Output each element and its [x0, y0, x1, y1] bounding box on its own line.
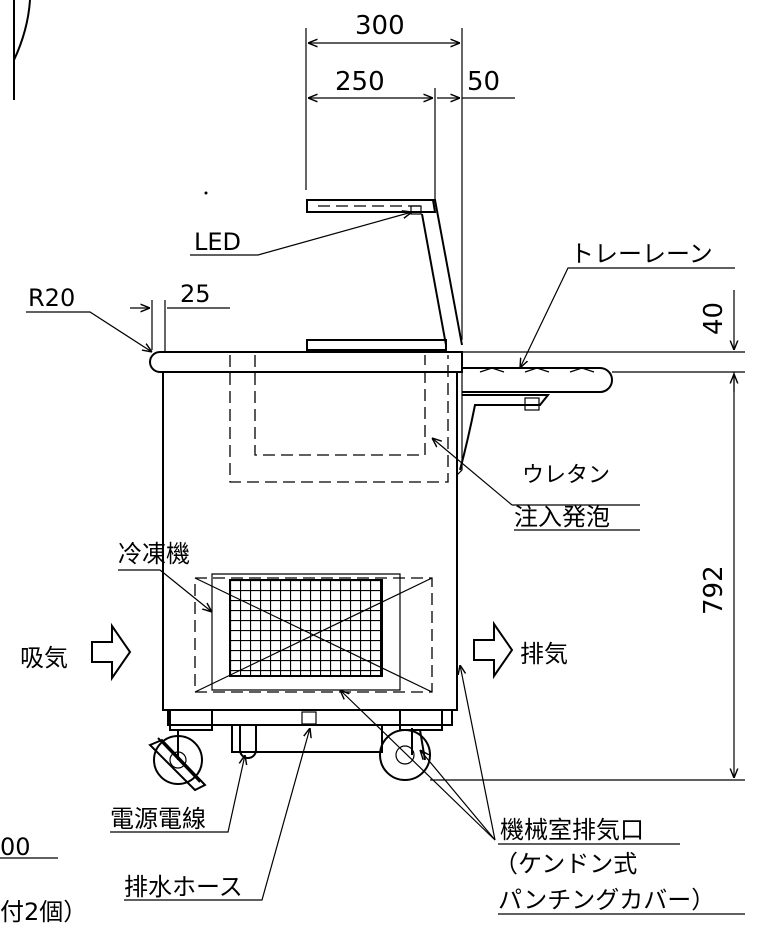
r20-callout: R20 — [26, 284, 152, 352]
refrigerator-callout: 冷凍機 — [118, 540, 212, 612]
caster-right — [379, 710, 443, 781]
intake-arrow: 吸気 — [20, 622, 132, 682]
tray-lane-label: トレーレーン — [570, 240, 713, 268]
urethane-callout: ウレタン 注入発泡 — [432, 438, 640, 531]
dimension-50: 50 — [437, 67, 515, 98]
exhaust-label: 排気 — [520, 640, 568, 668]
led-lamp — [306, 199, 463, 351]
urethane-label-1: ウレタン — [522, 463, 610, 488]
dim-25-label: 25 — [180, 280, 211, 308]
power-cord-label: 電源電線 — [110, 805, 206, 833]
refrigeration-unit — [194, 573, 433, 693]
refrigerator-label: 冷凍機 — [118, 540, 190, 568]
partial-left-fragment — [0, 0, 58, 859]
dim-300-label: 300 — [355, 11, 405, 41]
tray-lane-callout: トレーレーン — [520, 240, 735, 368]
r20-label: R20 — [28, 284, 75, 312]
intake-label: 吸気 — [20, 644, 68, 672]
urethane-label-2: 注入発泡 — [514, 503, 610, 531]
caster-left — [148, 710, 213, 792]
dim-250-label: 250 — [335, 67, 385, 97]
dimension-25: 25 — [130, 280, 230, 352]
dim-50-label: 50 — [467, 67, 500, 97]
dim-40-label: 40 — [699, 302, 729, 335]
power-cord-callout: 電源電線 — [110, 755, 245, 833]
vent-callout: 機械室排気口 （ケンドン式 パンチングカバー） — [340, 665, 745, 915]
tray-lane — [459, 367, 613, 471]
dot-mark — [204, 191, 208, 195]
counter-top — [149, 351, 463, 373]
drain-hose-callout: 排水ホース — [124, 728, 310, 901]
vent-label-2: （ケンドン式 — [494, 850, 637, 878]
dimension-792: 792 — [430, 374, 745, 781]
led-callout: LED — [190, 212, 412, 256]
led-label: LED — [194, 228, 241, 256]
dimension-40: 40 — [462, 290, 745, 392]
vent-label-3: パンチングカバー） — [498, 886, 715, 914]
exhaust-arrow: 排気 — [473, 620, 568, 680]
drain-hose-label: 排水ホース — [124, 873, 243, 901]
vent-label-1: 機械室排気口 — [500, 816, 644, 844]
dimension-250: 250 — [308, 67, 436, 200]
dim-792-label: 792 — [699, 565, 729, 615]
dimension-300: 300 — [305, 11, 463, 340]
partial-left-text-1: 00 — [0, 833, 31, 861]
partial-left-text-2: 付2個） — [0, 898, 87, 926]
